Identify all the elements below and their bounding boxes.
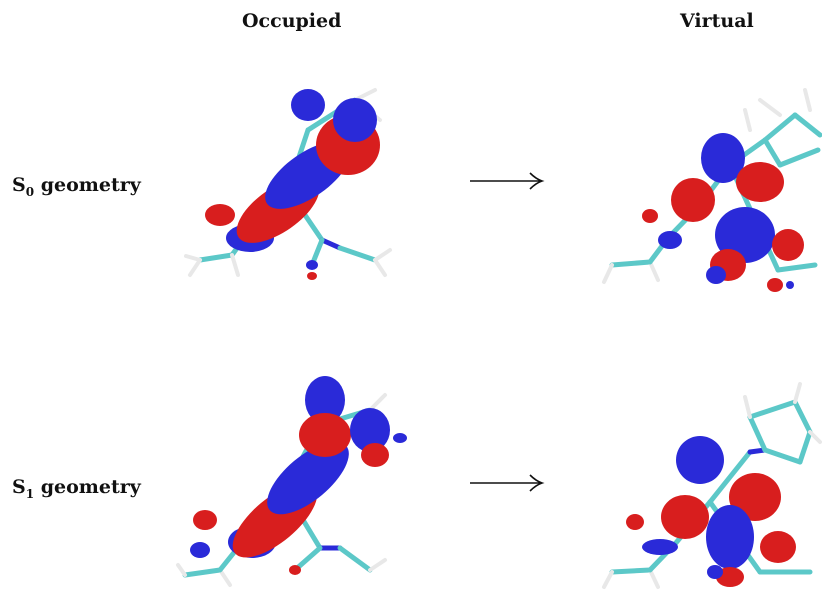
s1-geometry-label: S1 geometry (12, 476, 141, 501)
occupied-orbital-s0-image (184, 88, 392, 280)
s0-state-letter: S (12, 174, 26, 196)
s1-state-letter: S (12, 476, 26, 498)
s0-geometry-text: geometry (34, 174, 141, 196)
virtual-column-header: Virtual (680, 10, 754, 32)
occupied-column-header: Occupied (242, 10, 342, 32)
s1-state-subscript: 1 (25, 486, 35, 501)
transition-arrow-s0 (470, 172, 545, 190)
virtual-orbital-s1-image (602, 382, 822, 589)
transition-arrow-s1 (470, 474, 545, 492)
s1-geometry-text: geometry (34, 476, 141, 498)
occupied-orbital-s1-image (176, 376, 407, 587)
s0-state-subscript: 0 (25, 184, 35, 199)
s0-geometry-label: S0 geometry (12, 174, 141, 199)
virtual-orbital-s0-image (602, 88, 822, 292)
